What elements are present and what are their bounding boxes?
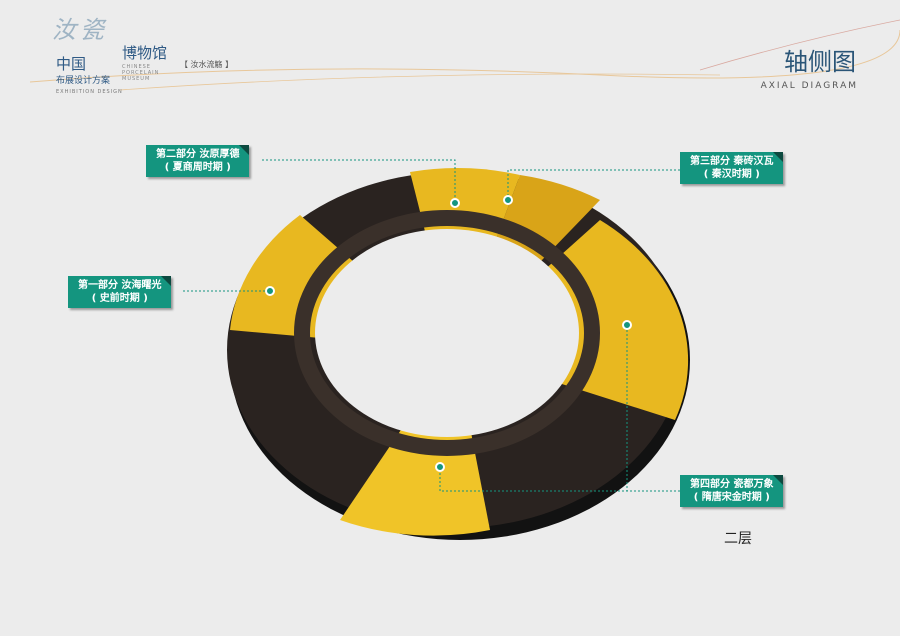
logo-museum-en: CHINESE PORCELAIN MUSEUM — [122, 64, 160, 82]
page-title-en: AXIAL DIAGRAM — [760, 81, 858, 91]
section-1-area — [230, 215, 455, 350]
label-title: 第三部分 秦砖汉瓦 — [690, 156, 774, 167]
logo-country: 中国 — [56, 55, 87, 73]
label-section-4: 第四部分 瓷都万象 ( 隋唐宋金时期 ) — [680, 475, 784, 507]
floor-label: 二层 — [724, 531, 752, 547]
section-3b-area — [455, 220, 689, 420]
label-period: ( 隋唐宋金时期 ) — [693, 492, 770, 503]
label-section-2: 第二部分 汝原厚德 ( 夏商周时期 ) — [146, 145, 250, 177]
logo-calligraphy: 汝瓷 — [52, 16, 108, 44]
logo-plan-en: EXHIBITION DESIGN — [56, 89, 123, 95]
logo-plan: 布展设计方案 — [56, 76, 111, 86]
label-period: ( 秦汉时期 ) — [703, 169, 760, 180]
logo-slogan: 【 汝水流觞 】 — [180, 60, 234, 69]
logo-museum: 博物馆 — [122, 44, 168, 62]
page-title: 轴侧图 — [784, 48, 856, 76]
label-title: 第二部分 汝原厚德 — [156, 149, 240, 160]
label-title: 第四部分 瓷都万象 — [690, 479, 774, 490]
label-section-1: 第一部分 汝海曙光 ( 史前时期 ) — [68, 276, 172, 308]
label-period: ( 夏商周时期 ) — [164, 162, 231, 173]
label-title: 第一部分 汝海曙光 — [78, 280, 162, 291]
label-period: ( 史前时期 ) — [91, 293, 148, 304]
section-3-area — [455, 175, 600, 350]
label-section-3: 第三部分 秦砖汉瓦 ( 秦汉时期 ) — [680, 152, 784, 184]
